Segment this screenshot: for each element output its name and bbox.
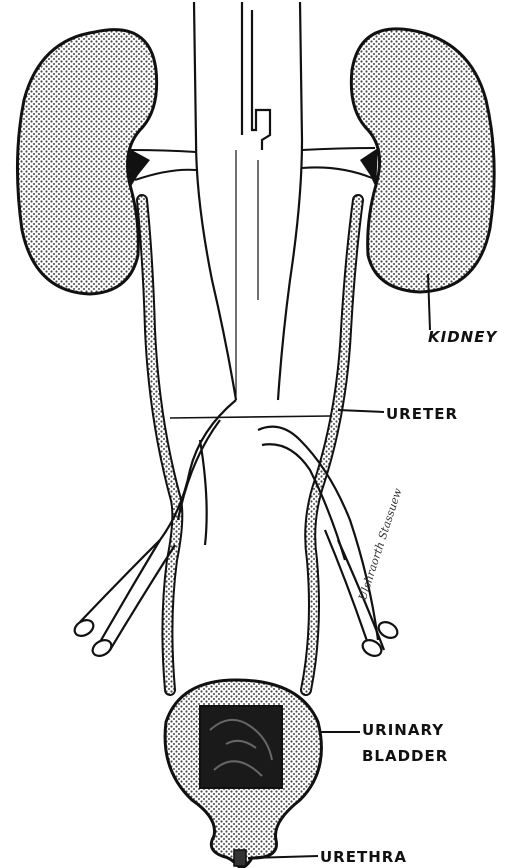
urinary-bladder-label-line2: BLADDER [362,745,448,767]
ureter-leader [338,410,384,412]
ureter-label: URETER [386,403,458,425]
right-ureter-fill [306,200,358,690]
bladder-interior [200,706,282,788]
urethra [234,850,246,866]
great-vessels [194,2,302,400]
iliac-cut-ends [72,617,400,659]
renal-vessels [130,148,375,180]
renal-hilum [128,148,378,188]
kidney-label: KIDNEY [428,326,497,348]
urinary-bladder-label-line1: URINARY [362,719,444,741]
urethra-label: URETHRA [320,846,407,868]
iliac-vessels [80,400,384,650]
